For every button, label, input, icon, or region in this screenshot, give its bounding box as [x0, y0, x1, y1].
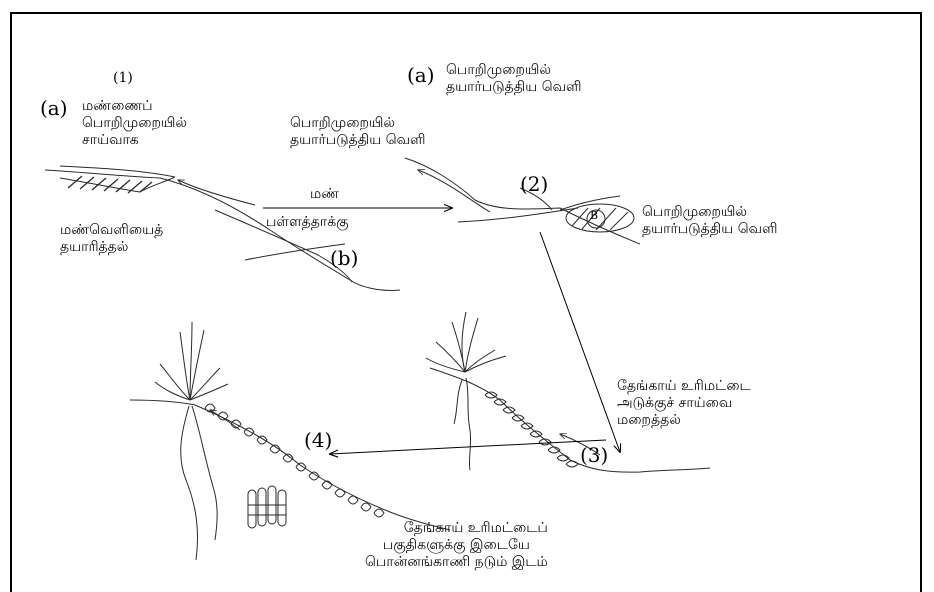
panel-2-arrow-a	[418, 170, 490, 212]
top-a-marker: (a)	[407, 63, 435, 87]
step-1-b-marker: (b)	[330, 246, 358, 270]
panel-2-baseline	[458, 208, 578, 222]
top-a-text-line-1: பொறிமுறையில்	[446, 62, 581, 79]
right-text-line-2: தயார்படுத்திய வெளி	[642, 221, 777, 238]
panel-2-slope-line	[560, 196, 620, 210]
soil-space-text: மண்வெளியைத் தயாரித்தல்	[60, 222, 163, 256]
step-3-number: (3)	[580, 443, 608, 467]
step-3-text-line-3: மறைத்தல்	[617, 412, 751, 429]
arrow-3-to-4	[330, 440, 606, 454]
step-1-text-line-2: பொறிமுறையில்	[82, 115, 187, 132]
right-text: பொறிமுறையில் தயார்படுத்திய வெளி	[642, 204, 777, 238]
soil-space-text-line-2: தயாரித்தல்	[60, 239, 163, 256]
step-3-text: தேங்காய் உரிமட்டை அடுக்குச் சாய்வை மறைத்…	[617, 378, 751, 429]
step-1-text: மண்ணைப் பொறிமுறையில் சாய்வாக	[82, 98, 187, 149]
top-a-text-line-2: தயார்படுத்திய வெளி	[446, 79, 581, 96]
panel-1-hatching	[68, 176, 152, 193]
soil-space-text-line-1: மண்வெளியைத்	[60, 222, 163, 239]
bottom-text-line-1: தேங்காய் உரிமட்டைப்	[365, 520, 548, 537]
soil-arrow-label-bottom: பள்ளத்தாக்கு	[266, 214, 349, 231]
panel-4-plant	[155, 322, 228, 560]
panel-4-ground-line	[130, 400, 450, 530]
bottom-text-line-3: பொன்னங்காணி நடும் இடம்	[365, 554, 548, 571]
step-1-text-line-3: சாய்வாக	[82, 132, 187, 149]
panel-4-husk-pile	[248, 486, 286, 528]
top-a-text: பொறிமுறையில் தயார்படுத்திய வெளி	[446, 62, 581, 96]
mid-text-line-2: தயார்படுத்திய வெளி	[290, 132, 425, 149]
soil-arrow-label-top: மண்	[310, 186, 339, 203]
mid-text-line-1: பொறிமுறையில்	[290, 115, 425, 132]
panel-2-slope	[405, 158, 640, 244]
bottom-text: தேங்காய் உரிமட்டைப் பகுதிகளுக்கு இடையே ப…	[365, 520, 548, 571]
b-circle-label: B	[590, 209, 598, 222]
mid-text: பொறிமுறையில் தயார்படுத்திய வெளி	[290, 115, 425, 149]
step-1-a-marker: (a)	[40, 96, 68, 120]
bottom-text-line-2: பகுதிகளுக்கு இடையே	[365, 537, 548, 554]
right-text-line-1: பொறிமுறையில்	[642, 204, 777, 221]
step-2-number: (2)	[520, 172, 548, 196]
step-1-text-line-1: மண்ணைப்	[82, 98, 187, 115]
step-3-text-line-1: தேங்காய் உரிமட்டை	[617, 378, 751, 395]
step-4-number: (4)	[304, 428, 332, 452]
arrow-2-to-3	[540, 232, 620, 452]
panel-3-plant	[426, 312, 506, 470]
panel-1-slope-arrow	[178, 180, 255, 205]
step-3-text-line-2: அடுக்குச் சாய்வை	[617, 395, 751, 412]
panel-2-ground-line	[405, 158, 640, 244]
step-1-number: (1)	[113, 70, 133, 87]
